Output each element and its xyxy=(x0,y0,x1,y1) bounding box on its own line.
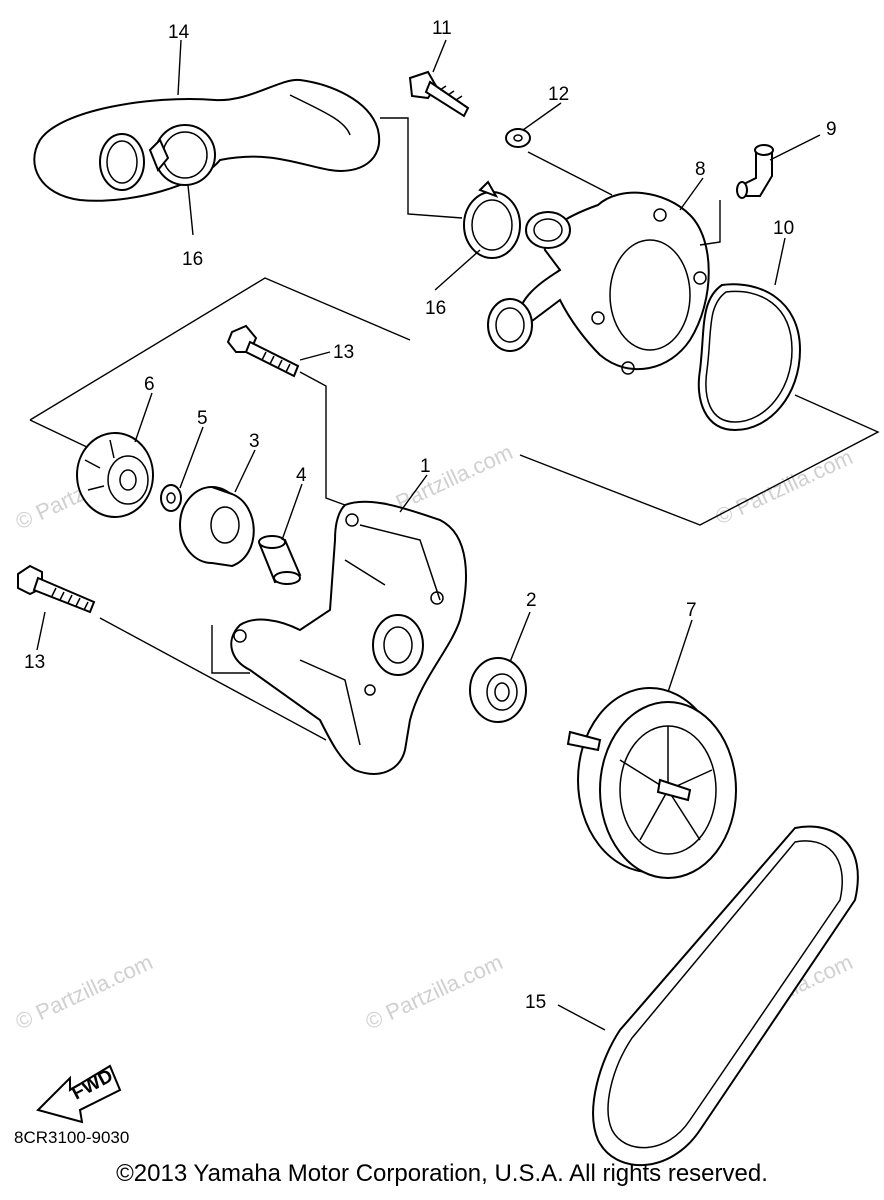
callouts: 14 16 11 12 9 8 10 16 13 6 5 3 4 1 2 7 1… xyxy=(24,18,837,1013)
part-12-washer xyxy=(505,128,531,148)
part-8-housing-cover xyxy=(487,191,710,375)
callout-11: 11 xyxy=(432,18,452,39)
part-11-bolt xyxy=(408,70,470,118)
callout-15: 14 xyxy=(168,22,190,43)
callout-6: 6 xyxy=(144,374,155,395)
callout-8: 8 xyxy=(695,159,706,180)
part-code: 8CR3100-9030 xyxy=(14,1128,130,1147)
part-1-pump-housing xyxy=(230,500,467,775)
fwd-arrow-icon: FWD xyxy=(36,1064,122,1124)
watermark: © Partzilla.com xyxy=(12,949,157,1034)
callout-5: 5 xyxy=(197,408,208,429)
part-2-bearing xyxy=(469,657,527,723)
callout-13: 13 xyxy=(24,652,45,673)
part-10-o-ring xyxy=(697,283,802,432)
watermark: © Partzilla.com xyxy=(712,444,857,529)
part-13-bolt-lower xyxy=(17,564,96,614)
callout-10: 10 xyxy=(773,218,794,239)
leader-lines xyxy=(36,39,821,1031)
callout-9: 9 xyxy=(826,119,837,140)
part-4-collar xyxy=(258,535,302,585)
part-16-clamp-upper xyxy=(148,124,216,186)
callout-12: 12 xyxy=(548,84,569,105)
callout-3: 3 xyxy=(249,431,260,452)
part-6-impeller xyxy=(76,432,154,518)
watermark: © Partzilla.com xyxy=(362,949,507,1034)
callout-4: 4 xyxy=(296,465,307,486)
callout-13: 13 xyxy=(333,342,354,363)
part-5-washer xyxy=(160,484,182,512)
part-7-pulley xyxy=(566,687,737,879)
callout-16: 16 xyxy=(182,249,203,270)
callout-14: 15 xyxy=(525,992,546,1013)
callout-1: 1 xyxy=(420,456,431,477)
part-16-clamp-lower xyxy=(463,180,521,259)
copyright-notice: ©2013 Yamaha Motor Corporation, U.S.A. A… xyxy=(116,1160,768,1187)
callout-7: 7 xyxy=(686,600,697,621)
part-9-fitting xyxy=(736,144,774,199)
part-13-bolt-upper xyxy=(226,324,300,378)
part-14-belt xyxy=(592,825,859,1167)
callout-16: 16 xyxy=(425,298,446,319)
callout-2: 2 xyxy=(526,590,537,611)
part-3-seal xyxy=(179,486,255,568)
